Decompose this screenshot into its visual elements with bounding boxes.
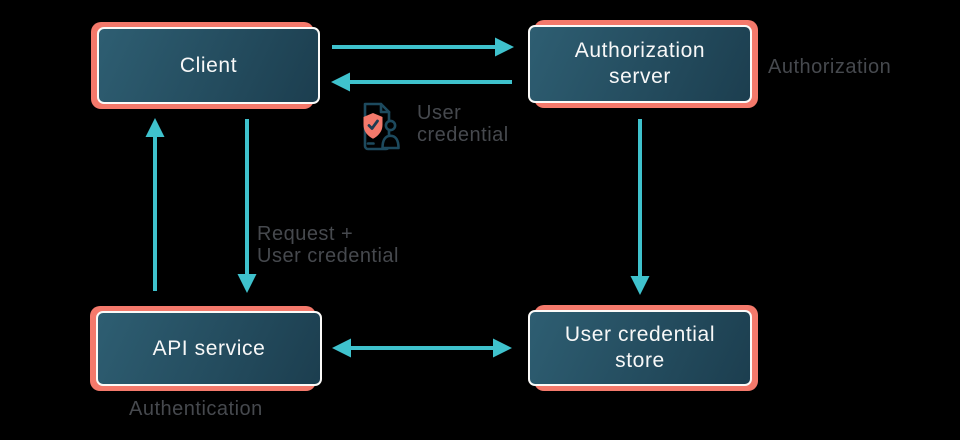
node-user-credential-store: User credential store: [528, 305, 758, 391]
node-user-credential-store-box: User credential store: [528, 310, 752, 386]
node-client-box: Client: [97, 27, 320, 104]
node-client: Client: [91, 22, 320, 109]
user-credential-label: User credential: [417, 102, 509, 146]
node-authorization-server: Authorization server: [528, 20, 758, 108]
node-user-credential-store-label: User credential store: [564, 323, 716, 372]
user-credential-document-shield-user-icon: [357, 101, 402, 155]
authentication-label: Authentication: [129, 398, 263, 420]
arrow-client-to-auth-server: [332, 37, 514, 57]
arrow-api-service-to-client: [145, 118, 165, 291]
arrow-auth-server-to-credential-store: [630, 119, 650, 295]
node-authorization-server-label: Authorization server: [574, 39, 706, 88]
node-api-service: API service: [90, 306, 322, 391]
node-client-label: Client: [179, 53, 238, 77]
node-api-service-box: API service: [96, 311, 322, 386]
node-api-service-label: API service: [152, 336, 266, 360]
arrow-auth-server-to-client: [331, 72, 512, 92]
arrow-api-service-credential-store-bidirectional: [332, 338, 512, 358]
arrow-client-to-api-service: [237, 119, 257, 293]
node-authorization-server-box: Authorization server: [528, 25, 752, 103]
request-user-credential-label: Request + User credential: [257, 223, 400, 267]
authorization-label: Authorization: [768, 56, 892, 78]
